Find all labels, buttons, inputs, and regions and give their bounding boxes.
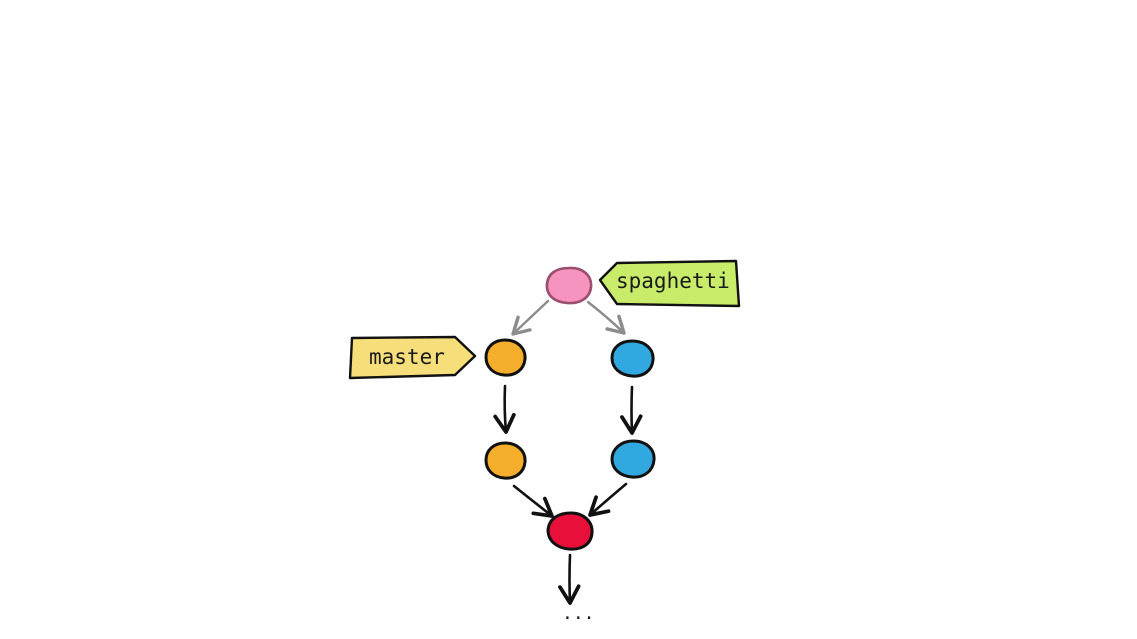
- commit-other-1: [610, 339, 655, 378]
- edge-other-2-to-merge-base: [588, 482, 628, 517]
- edge-tip-to-master-head: [511, 299, 550, 336]
- branch-tag-master: [348, 335, 477, 380]
- commit-merge-base: [546, 511, 594, 551]
- edge-master-2-to-merge-base: [512, 484, 554, 518]
- commit-branch-tip: [545, 266, 593, 305]
- edge-master-1-to-master-2: [493, 384, 516, 434]
- commit-master-1: [484, 338, 527, 377]
- edge-merge-base-to-history: [558, 553, 581, 605]
- history-continuation: ...: [562, 603, 595, 624]
- edge-other-1-to-other-2: [620, 385, 643, 435]
- branch-label-spaghetti: spaghetti: [616, 269, 730, 293]
- edge-tip-to-other-head: [586, 300, 626, 335]
- commit-other-2: [610, 439, 656, 479]
- commit-master-2: [484, 441, 527, 480]
- branch-label-master: master: [369, 345, 445, 369]
- branch-tag-spaghetti: [598, 259, 741, 308]
